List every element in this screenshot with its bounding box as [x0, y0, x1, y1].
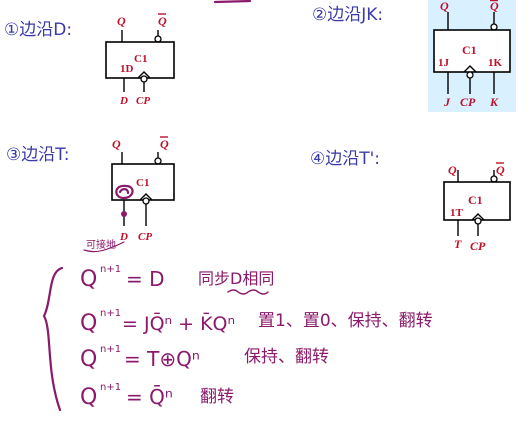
heading-edge-d: ①边沿D:	[4, 20, 72, 40]
ink-scribble	[118, 188, 130, 195]
label-c1: C1	[462, 43, 477, 57]
eq3-lhs: Q	[80, 347, 97, 372]
pin-d: D	[119, 231, 128, 243]
pin-d: D	[119, 95, 128, 107]
eq4-note: 翻转	[200, 387, 234, 407]
ink-dot	[121, 211, 127, 217]
pin-qbar: Q	[158, 14, 167, 28]
label-1d: 1D	[120, 63, 134, 75]
edge-jk-box	[433, 29, 511, 73]
pin-q: Q	[448, 163, 457, 177]
edge-jk-flipflop: Q Q C1 1J 1K J CP K	[428, 0, 516, 112]
ink-stroke	[213, 0, 252, 4]
eq3-note: 保持、翻转	[244, 347, 329, 367]
label-c1: C1	[134, 53, 147, 65]
eq2-lhs: Q	[80, 311, 97, 336]
edge-d-flipflop: Q Q C1 1D D CP	[105, 13, 175, 107]
eq2-sup: n+1	[100, 308, 121, 319]
eq2-rhs: = JQ̄ⁿ + K̄Qⁿ	[122, 311, 235, 335]
pin-qbar: Q	[490, 0, 499, 13]
edge-t-flipflop: Q Q C1 D CP 可接地	[83, 136, 175, 253]
eq1-lhs: Q	[80, 267, 97, 292]
eq1-sup: n+1	[100, 264, 121, 275]
ink-circle	[115, 184, 134, 200]
eq4-lhs: Q	[80, 385, 97, 410]
annotation-ground: 可接地	[86, 238, 116, 251]
pin-qbar: Q	[160, 137, 169, 151]
equations-brace	[42, 266, 64, 412]
eq1-underline	[227, 289, 269, 295]
label-c1: C1	[468, 193, 483, 207]
eq4-rhs: = Q̄ⁿ	[126, 384, 173, 409]
edge-d-box	[105, 41, 175, 79]
pin-cp: CP	[460, 95, 476, 109]
label-1j: 1J	[438, 57, 450, 69]
equation-row-2: Q n+1 = JQ̄ⁿ + K̄Qⁿ 置1、置0、保持、翻转	[80, 308, 433, 336]
eq1-rhs: = D	[126, 267, 165, 291]
label-1t: 1T	[450, 207, 464, 219]
ink-arrow	[83, 241, 125, 253]
pin-cp: CP	[470, 239, 486, 253]
pin-qbar: Q	[496, 163, 505, 177]
eq4-sup: n+1	[100, 382, 121, 393]
edge-t-prime-flipflop: Q Q C1 1T T CP	[443, 162, 511, 253]
pin-q: Q	[112, 137, 121, 151]
pin-q: Q	[117, 14, 126, 28]
equation-row-4: Q n+1 = Q̄ⁿ 翻转	[80, 382, 234, 410]
equation-row-3: Q n+1 = T⊕Qⁿ 保持、翻转	[80, 344, 329, 372]
pin-q: Q	[440, 0, 449, 13]
heading-edge-jk: ②边沿JK:	[312, 5, 383, 25]
heading-edge-t-prime: ④边沿T':	[310, 149, 380, 169]
eq3-sup: n+1	[100, 344, 121, 355]
edge-t-prime-box	[443, 181, 511, 221]
eq3-rhs: = T⊕Qⁿ	[124, 347, 200, 371]
eq2-note: 置1、置0、保持、翻转	[258, 311, 433, 331]
label-1k: 1K	[488, 57, 503, 69]
pin-cp: CP	[136, 95, 150, 107]
heading-edge-t: ③边沿T:	[6, 145, 69, 165]
pin-k: K	[489, 95, 499, 109]
pin-j: J	[443, 95, 451, 109]
equation-row-1: Q n+1 = D 同步D相同	[80, 264, 274, 295]
pin-t: T	[454, 237, 462, 251]
label-c1: C1	[136, 177, 149, 189]
pin-cp: CP	[138, 231, 152, 243]
eq1-note: 同步D相同	[198, 269, 274, 288]
